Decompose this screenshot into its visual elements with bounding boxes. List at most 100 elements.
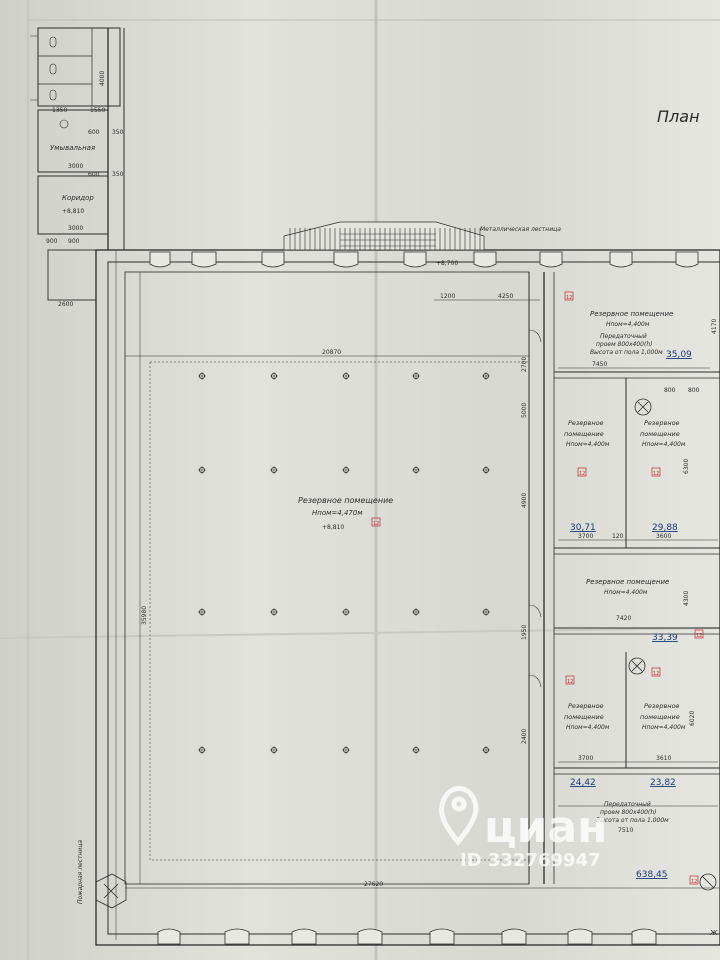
room2-name-line1: Резервное bbox=[568, 419, 604, 427]
opening2-line2: проем 800х400(h) bbox=[600, 809, 656, 816]
dim-text: 35980 bbox=[141, 606, 148, 625]
area-room1: 35,09 bbox=[666, 350, 692, 360]
stair-mark bbox=[701, 875, 715, 889]
window bbox=[333, 251, 359, 268]
toilet-icon bbox=[49, 36, 57, 48]
room-tag: 12 bbox=[651, 467, 661, 477]
room-tag: 12 bbox=[689, 875, 699, 885]
column-marker bbox=[270, 372, 278, 380]
dim-text: 3700 bbox=[578, 533, 593, 540]
door-swing bbox=[528, 329, 542, 343]
stairs-hatch bbox=[289, 228, 481, 250]
column-marker bbox=[198, 608, 206, 616]
watermark-brand: циан bbox=[484, 802, 608, 853]
dim-text: 6020 bbox=[689, 711, 696, 726]
sink-icon bbox=[59, 119, 69, 129]
dim-text: 27620 bbox=[364, 881, 383, 888]
right-rooms bbox=[528, 272, 720, 884]
window bbox=[539, 251, 563, 268]
column-marker bbox=[412, 608, 420, 616]
column-marker bbox=[412, 466, 420, 474]
column-marker bbox=[482, 608, 490, 616]
area-room3: 29,88 bbox=[652, 523, 678, 533]
room-areas: 35,09 30,71 29,88 33,39 24,42 23,82 638,… bbox=[570, 350, 692, 880]
dim-text: 1550 bbox=[90, 107, 105, 114]
dim-text: 20870 bbox=[322, 349, 341, 356]
window bbox=[567, 928, 593, 945]
window bbox=[357, 928, 383, 945]
room2-height: Нпом=4,400м bbox=[566, 441, 610, 448]
vent-mark bbox=[631, 660, 643, 672]
dim-text: 7510 bbox=[618, 827, 633, 834]
window bbox=[261, 251, 285, 268]
dim-text: 1350 bbox=[52, 107, 67, 114]
svg-text:12: 12 bbox=[373, 521, 379, 527]
fire-stair-right bbox=[699, 873, 717, 891]
dim-text: 1200 bbox=[440, 293, 455, 300]
column-marker bbox=[342, 466, 350, 474]
dim-text: 5000 bbox=[521, 403, 528, 418]
paper-fold bbox=[0, 627, 720, 639]
opening2-line1: Передаточный bbox=[604, 801, 651, 808]
dim-text: 7420 bbox=[616, 615, 631, 622]
room-tag: 12 bbox=[371, 517, 381, 527]
svg-text:12: 12 bbox=[579, 471, 585, 477]
svg-text:12: 12 bbox=[696, 633, 702, 639]
svg-text:12: 12 bbox=[566, 295, 572, 301]
column-marker bbox=[482, 466, 490, 474]
dim-text: 4000 bbox=[99, 71, 106, 86]
stair-circle bbox=[699, 873, 717, 891]
dim-text: 3000 bbox=[68, 225, 83, 232]
left-annex bbox=[30, 27, 125, 301]
area-room2: 30,71 bbox=[570, 523, 596, 533]
dim-text: 3700 bbox=[578, 755, 593, 762]
room-tag: 12 bbox=[577, 467, 587, 477]
svg-text:12: 12 bbox=[653, 471, 659, 477]
stairs-elevation: +8,700 bbox=[436, 260, 458, 267]
room3-name-line1: Резервное bbox=[644, 419, 680, 427]
dim-text: 120 bbox=[612, 533, 624, 540]
window bbox=[473, 251, 497, 268]
room2-name-line2: помещение bbox=[564, 430, 604, 438]
svg-text:12: 12 bbox=[567, 679, 573, 685]
room-tag: 12 bbox=[565, 675, 575, 685]
column-marker bbox=[482, 746, 490, 754]
door-swing bbox=[528, 674, 542, 688]
area-room4: 33,39 bbox=[652, 633, 678, 643]
dim-text: 4900 bbox=[521, 493, 528, 508]
window bbox=[149, 251, 171, 268]
dim-text: 7450 bbox=[592, 361, 607, 368]
stair-hexagon bbox=[95, 873, 127, 909]
dim-text: 4170 bbox=[711, 319, 718, 334]
vent-symbol bbox=[634, 398, 652, 416]
room5-name-line1: Резервное bbox=[568, 702, 604, 710]
toilet-block bbox=[37, 27, 121, 107]
dim-text: 6300 bbox=[683, 459, 690, 474]
top-windows bbox=[149, 251, 699, 268]
column-marker bbox=[198, 746, 206, 754]
labels: План Умывальная Коридор +8,810 Металличе… bbox=[50, 107, 718, 937]
dim-text: 800 bbox=[664, 387, 676, 394]
edge-label: Ж bbox=[709, 929, 718, 937]
dim-text: 3600 bbox=[656, 533, 671, 540]
restroom-label: Умывальная bbox=[50, 144, 95, 152]
column-marker bbox=[342, 746, 350, 754]
vent-symbol bbox=[628, 657, 646, 675]
metal-stairs-label: Металлическая лестница bbox=[480, 226, 561, 233]
dim-text: 4300 bbox=[683, 591, 690, 606]
dim-text: 2700 bbox=[521, 357, 528, 372]
dim-text: 800 bbox=[688, 387, 700, 394]
dim-text: 2600 bbox=[58, 301, 73, 308]
window bbox=[157, 928, 181, 945]
window bbox=[291, 928, 317, 945]
column-marker bbox=[482, 372, 490, 380]
room-tags: 12 12 12 12 12 12 12 12 bbox=[371, 291, 704, 885]
dim-text: 600 bbox=[88, 129, 100, 136]
window bbox=[403, 251, 427, 268]
toilet-icon bbox=[49, 89, 57, 101]
fire-stair-label: Пожарная лестница bbox=[77, 840, 84, 904]
room6-name-line2: помещение bbox=[640, 713, 680, 721]
dim-text: 4250 bbox=[498, 293, 513, 300]
